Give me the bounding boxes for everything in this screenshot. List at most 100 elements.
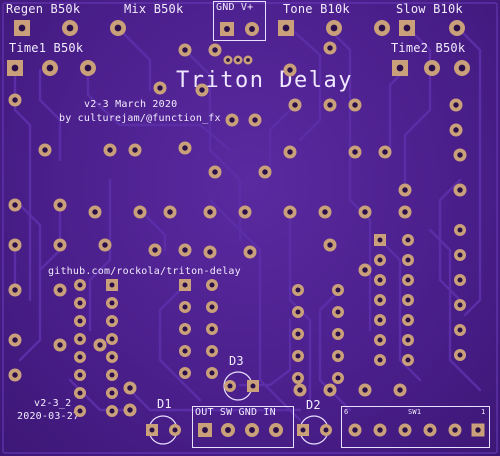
pad-drill-hole xyxy=(362,209,368,215)
pad-drill-hole xyxy=(282,24,290,32)
pad-drill-hole xyxy=(107,147,113,153)
pad-drill-hole xyxy=(327,102,333,108)
pad-drill-hole xyxy=(402,209,408,215)
io-connector-label: OUT SW GND IN xyxy=(195,407,276,418)
pad-drill-hole xyxy=(402,427,408,433)
pad-drill-hole xyxy=(242,209,248,215)
pad-drill-hole xyxy=(405,317,411,323)
diode-label-d1: D1 xyxy=(157,397,172,411)
pad-drill-hole xyxy=(327,242,333,248)
pad-drill-hole xyxy=(207,209,213,215)
pot-label-slow: Slow B10k xyxy=(396,2,463,16)
pot-label-time1: Time1 B50k xyxy=(9,41,84,55)
date-text: 2020-03-27 xyxy=(17,411,80,422)
diode-label-d2: D2 xyxy=(306,398,321,412)
pad-drill-hole xyxy=(127,385,133,391)
pad-drill-hole xyxy=(77,408,83,414)
pad-drill-hole xyxy=(405,277,411,283)
pad-drill-hole xyxy=(323,427,329,433)
pad-drill-hole xyxy=(457,277,463,283)
repo-url-text: github.com/rockola/triton-delay xyxy=(48,266,241,277)
pad-drill-hole xyxy=(77,372,83,378)
pot-label-mix: Mix B50k xyxy=(124,2,184,16)
pad-drill-hole xyxy=(295,331,301,337)
pad-drill-hole xyxy=(377,277,383,283)
pad-drill-hole xyxy=(327,45,333,51)
pad-drill-hole xyxy=(12,337,18,343)
pad-drill-hole xyxy=(427,427,433,433)
io-connector-outline xyxy=(192,406,294,448)
pad-drill-hole xyxy=(330,24,338,32)
pad-drill-hole xyxy=(224,26,230,32)
pad-drill-hole xyxy=(209,370,215,376)
pad-drill-hole xyxy=(109,282,115,288)
pad-drill-hole xyxy=(297,387,303,393)
pad-drill-hole xyxy=(114,24,122,32)
pad-drill-hole xyxy=(109,408,115,414)
pad-drill-hole xyxy=(77,336,83,342)
pad-drill-hole xyxy=(109,336,115,342)
pad-drill-hole xyxy=(207,249,213,255)
pad-drill-hole xyxy=(457,352,463,358)
pad-drill-hole xyxy=(295,309,301,315)
pad-drill-hole xyxy=(252,117,258,123)
version-text: v2-3 March 2020 xyxy=(84,99,178,110)
pad-drill-hole xyxy=(149,427,155,433)
pad-drill-hole xyxy=(57,287,63,293)
pad-drill-hole xyxy=(11,64,19,72)
pad-drill-hole xyxy=(66,24,74,32)
pad-drill-hole xyxy=(109,372,115,378)
pad-drill-hole xyxy=(137,209,143,215)
pad-drill-hole xyxy=(335,309,341,315)
pad-drill-hole xyxy=(77,300,83,306)
pad-drill-hole xyxy=(132,147,138,153)
pad-drill-hole xyxy=(109,318,115,324)
pad-drill-hole xyxy=(202,427,208,433)
pad-drill-hole xyxy=(262,169,268,175)
pad-drill-hole xyxy=(405,357,411,363)
pad-drill-hole xyxy=(377,427,383,433)
pad-drill-hole xyxy=(457,252,463,258)
pad-drill-hole xyxy=(452,427,458,433)
pad-drill-hole xyxy=(249,26,255,32)
pad-drill-hole xyxy=(287,67,293,73)
pad-drill-hole xyxy=(295,375,301,381)
pad-drill-hole xyxy=(84,64,92,72)
pad-drill-hole xyxy=(109,300,115,306)
pad-drill-hole xyxy=(182,304,188,310)
pad-drill-hole xyxy=(457,327,463,333)
pad-drill-hole xyxy=(335,331,341,337)
pad-drill-hole xyxy=(209,304,215,310)
pad-drill-hole xyxy=(335,287,341,293)
pad-drill-hole xyxy=(352,427,358,433)
pad-drill-hole xyxy=(402,187,408,193)
pad-drill-hole xyxy=(457,302,463,308)
pad-drill-hole xyxy=(182,145,188,151)
pot-label-tone: Tone B10k xyxy=(283,2,350,16)
credit-text: by culturejam/@function_fx xyxy=(59,113,221,124)
pad-drill-hole xyxy=(109,354,115,360)
pad-drill-hole xyxy=(453,127,459,133)
pad-drill-hole xyxy=(226,58,230,62)
pad-drill-hole xyxy=(209,348,215,354)
pad-drill-hole xyxy=(57,242,63,248)
pad-drill-hole xyxy=(167,209,173,215)
pad-drill-hole xyxy=(457,152,463,158)
pad-drill-hole xyxy=(405,257,411,263)
pad-drill-hole xyxy=(12,97,18,103)
pad-drill-hole xyxy=(182,348,188,354)
pad-drill-hole xyxy=(292,102,298,108)
pad-drill-hole xyxy=(199,87,205,93)
pad-drill-hole xyxy=(377,257,383,263)
pad-drill-hole xyxy=(97,342,103,348)
pot-label-time2: Time2 B50k xyxy=(391,41,466,55)
pad-drill-hole xyxy=(396,64,404,72)
pad-drill-hole xyxy=(42,147,48,153)
pad-drill-hole xyxy=(77,354,83,360)
pad-drill-hole xyxy=(182,282,188,288)
pad-drill-hole xyxy=(362,267,368,273)
pad-drill-hole xyxy=(182,370,188,376)
pad-drill-hole xyxy=(287,149,293,155)
